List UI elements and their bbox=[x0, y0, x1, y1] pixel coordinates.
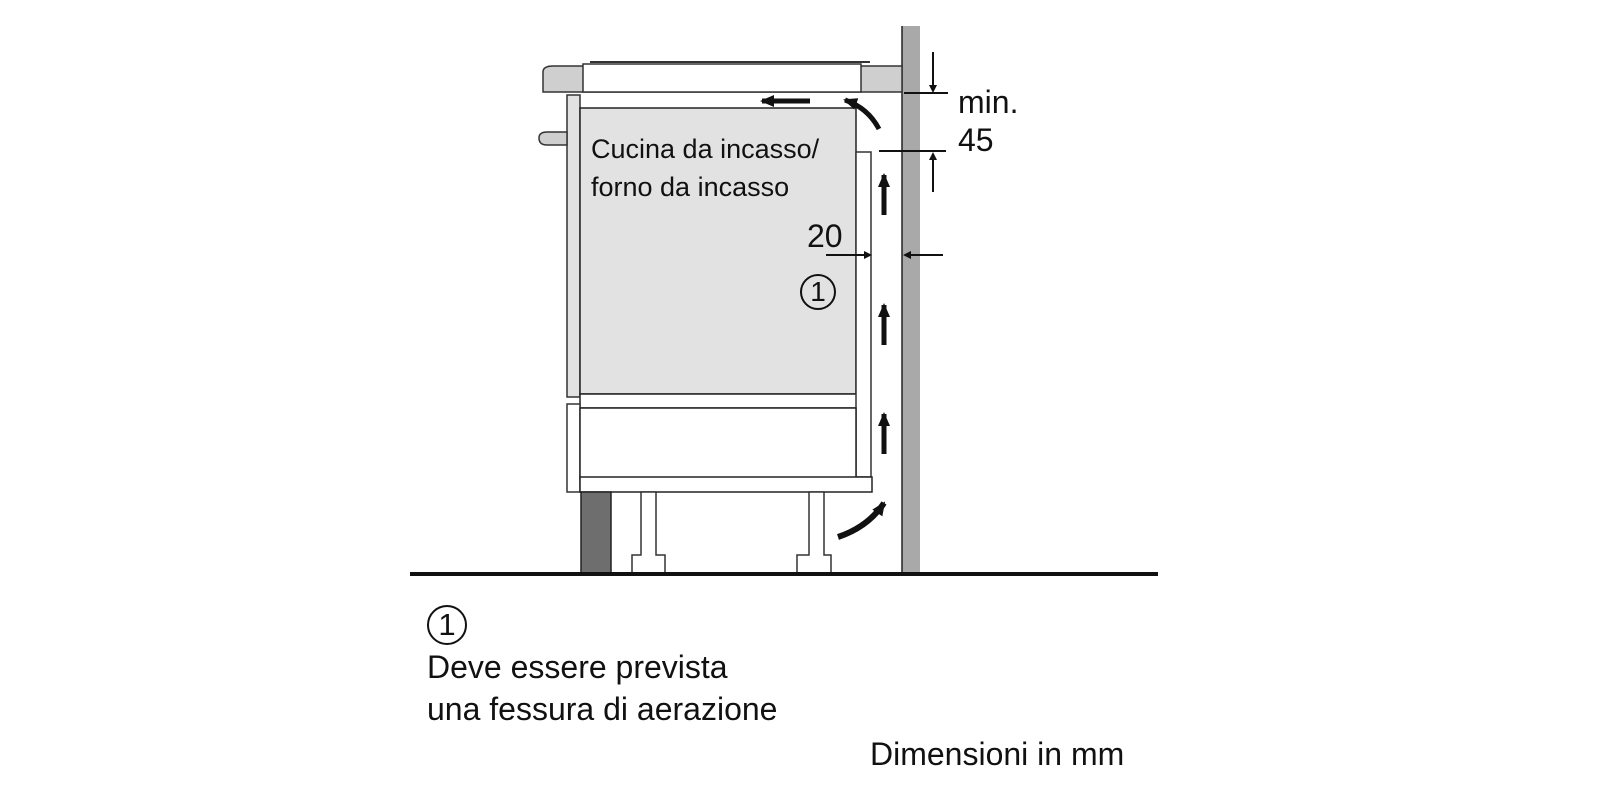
dimension-side-gap-value: 20 bbox=[807, 218, 843, 254]
plinth bbox=[580, 491, 612, 574]
appliance-label-line-1: Cucina da incasso/ bbox=[591, 134, 820, 164]
legend-marker-icon: 1 bbox=[427, 605, 467, 645]
worktop bbox=[542, 61, 903, 93]
appliance-label: Cucina da incasso/ forno da incasso bbox=[591, 130, 861, 206]
legend-text-line-1: Deve essere prevista bbox=[427, 649, 728, 685]
dimension-top-gap bbox=[879, 52, 948, 192]
drawer bbox=[566, 403, 873, 493]
units-note: Dimensioni in mm bbox=[870, 736, 1125, 772]
oven-front-panel bbox=[538, 94, 581, 398]
airflow-arrows bbox=[760, 95, 890, 540]
callout-marker-icon: 1 bbox=[800, 274, 836, 310]
wall bbox=[901, 26, 920, 574]
airflow-arrow-icon bbox=[843, 97, 882, 131]
airflow-arrow-icon bbox=[837, 501, 887, 540]
appliance-label-line-2: forno da incasso bbox=[591, 172, 790, 202]
legend-text: Deve essere prevista una fessura di aera… bbox=[427, 646, 927, 730]
dimension-top-gap-value: 45 bbox=[958, 122, 994, 158]
legend-text-line-2: una fessura di aerazione bbox=[427, 691, 778, 727]
dimension-min-label: min. bbox=[958, 84, 1019, 120]
feet bbox=[631, 491, 832, 574]
